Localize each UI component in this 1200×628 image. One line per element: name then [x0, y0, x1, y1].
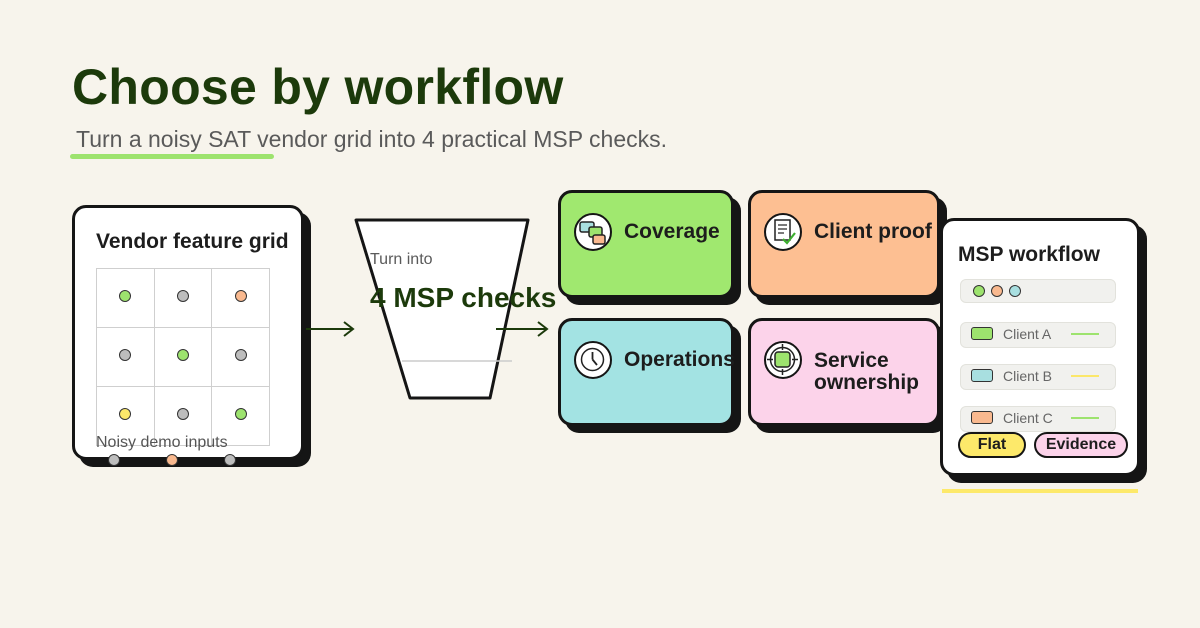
client-label: Client A	[1003, 326, 1052, 342]
funnel-headline: 4 MSP checks	[370, 282, 557, 313]
vendor-grid-title: Vendor feature grid	[96, 230, 289, 253]
check-label-line: Service	[814, 349, 889, 372]
page-subtitle: Turn a noisy SAT vendor grid into 4 prac…	[76, 126, 668, 152]
arrow-right-icon	[306, 321, 355, 337]
arrow-right-icon	[496, 321, 549, 337]
grid-dot	[234, 349, 247, 361]
grid-dot	[176, 290, 189, 302]
evidence-pill[interactable]: Evidence	[1034, 432, 1128, 458]
client-swatch	[971, 411, 993, 424]
workflow-underline	[942, 489, 1138, 493]
check-tile-coverage	[558, 190, 734, 298]
status-dot	[991, 285, 1003, 297]
client-swatch	[971, 369, 993, 382]
funnel-icon	[354, 218, 530, 400]
page-title: Choose by workflow	[72, 59, 564, 115]
noisy-input-dot	[108, 454, 120, 466]
noisy-input-dot	[224, 454, 236, 466]
client-indicator	[1071, 375, 1099, 377]
check-label-coverage: Coverage	[624, 220, 720, 243]
grid-dot	[234, 408, 247, 420]
client-row: Client A	[960, 322, 1116, 348]
grid-dot	[176, 349, 189, 361]
target-icon	[764, 341, 802, 379]
client-label: Client B	[1003, 368, 1053, 384]
vendor-grid-table	[96, 268, 270, 446]
client-indicator	[1071, 333, 1099, 335]
funnel-caption: Turn into	[370, 251, 433, 268]
check-label-client-proof: Client proof	[814, 220, 932, 243]
noisy-input-dot	[166, 454, 178, 466]
msp-workflow-title: MSP workflow	[958, 243, 1100, 266]
status-dot	[1009, 285, 1021, 297]
noisy-inputs-label: Noisy demo inputs	[96, 434, 228, 451]
workflow-status-row	[960, 279, 1116, 303]
status-dot	[973, 285, 985, 297]
grid-dot	[119, 349, 132, 361]
grid-dot	[119, 408, 132, 420]
grid-dot	[234, 290, 247, 302]
client-row: Client C	[960, 406, 1116, 432]
document-check-icon	[764, 213, 802, 251]
grid-dot	[176, 408, 189, 420]
clock-icon	[574, 341, 612, 379]
subtitle-highlight	[70, 154, 274, 159]
check-label-line: ownership	[814, 371, 920, 394]
client-swatch	[971, 327, 993, 340]
flat-pill[interactable]: Flat	[958, 432, 1026, 458]
client-label: Client C	[1003, 410, 1053, 426]
client-row: Client B	[960, 364, 1116, 390]
overlapping-windows-icon	[574, 213, 612, 251]
grid-dot	[119, 290, 132, 302]
check-label-operations: Operations	[624, 348, 735, 371]
client-indicator	[1071, 417, 1099, 419]
check-label-service-ownership: Service ownership	[814, 350, 919, 394]
